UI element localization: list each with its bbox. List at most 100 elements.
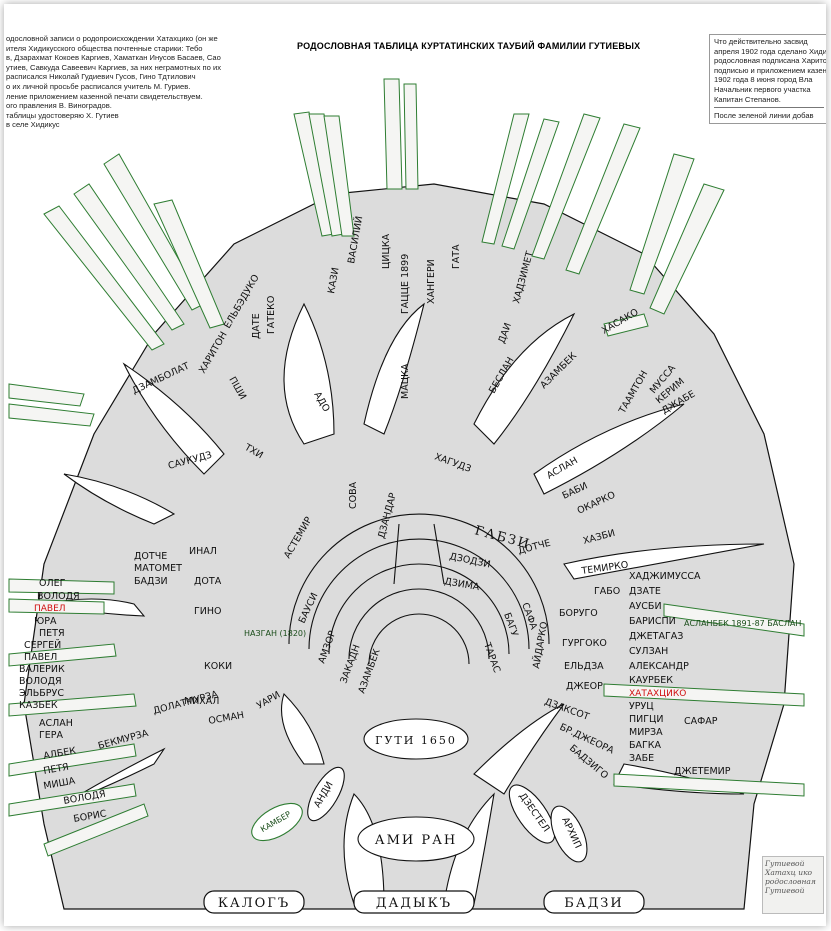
gap (122, 362, 225, 475)
name-label: АЛЕКСАНДР (629, 661, 689, 672)
plaque-label: БАДЗИ (564, 896, 623, 911)
stamp-handwriting: Гутиевой Хатахц ико родословная Гутиевой (762, 856, 824, 914)
name-label: БАГКА (629, 740, 662, 751)
branch-label: ДОТА (194, 576, 222, 587)
gap (63, 473, 176, 525)
name-label: ДЖЕТАГАЗ (629, 631, 683, 642)
branch-oval (307, 766, 345, 822)
name-label: АУСБИ (629, 601, 662, 612)
branch-label: ЕЛЬДЗА (564, 661, 604, 672)
branch-label: МАТОМЕТ (134, 563, 182, 574)
name-label: СУЛЗАН (629, 646, 668, 657)
name-label: ДЗАТЕ (629, 586, 661, 597)
plaque-label: ДАДЫКЪ (376, 896, 452, 911)
branch-label: ХАНГЕРИ (426, 259, 437, 304)
branch-label: ГАЦЦЕ 1899 (400, 254, 411, 314)
note-left: одословной записи о родопроисхождении Ха… (6, 34, 221, 130)
name-label: ПЕТЯ (43, 762, 70, 777)
branch-label: МАЦКА (400, 363, 411, 399)
branch-label: КАЗИ (326, 267, 341, 295)
gap (363, 302, 425, 435)
note-left-line: ление приложением казенной печати свидет… (6, 91, 203, 101)
branch-label: НАЗГАН (1820) (244, 629, 306, 638)
note-left-line: одословной записи о родопроисхождении Ха… (6, 34, 218, 43)
name-label: ОЛЕГ (39, 578, 66, 589)
branch-label: ДЖЕОР (566, 681, 603, 692)
branch-label: ИНАЛ (189, 546, 217, 557)
plaque-kalog (203, 890, 305, 914)
name-label: УРУЦ (629, 701, 654, 712)
root-label: ГУТИ 1650 (375, 734, 457, 747)
plaque-dadyk (353, 890, 475, 914)
note-right-line: Что действительно засвид (714, 37, 808, 46)
name-label-highlight: ПАВЕЛ (34, 604, 66, 614)
name-label-highlight: ХАТАХЦИКО (629, 689, 686, 699)
branch-label: ДАТЕ (251, 313, 262, 339)
note-left-line: ого правления В. Виноградов. (6, 101, 112, 111)
plaque-label: КАЛОГЪ (218, 896, 290, 911)
plaque-badzi (543, 890, 645, 914)
name-label: ВОЛОДЯ (37, 591, 80, 602)
note-right-line: Начальник первого участка (714, 84, 811, 94)
gap (280, 692, 325, 765)
note-left-line: о их личной просьбе расписался учитель М… (6, 81, 191, 91)
name-label: ПИГЦИ (629, 714, 664, 725)
branch-oval (508, 784, 556, 844)
note-right-line: 1902 года 8 июня город Вла (714, 75, 813, 85)
note-left-line: ителя Хидикусского общества почтенные ст… (6, 43, 203, 53)
branch-label: КОКИ (204, 661, 232, 672)
note-right-line: апреля 1902 года сделано Хидик (714, 46, 826, 56)
name-label: МИРЗА (629, 727, 663, 738)
note-right-line: родословная подписана Харитон (714, 56, 826, 66)
gap (533, 403, 685, 495)
name-label: ГЕРА (39, 730, 64, 741)
note-left-line: таблицы удостоверяю Х. Гутиев (6, 110, 119, 120)
branch-label: БАДЗИ (134, 576, 168, 587)
name-label: АСЛАН (39, 718, 73, 729)
name-label: ПЕТЯ (39, 628, 65, 639)
branch-label: ГАТА (451, 244, 462, 269)
name-label: КАУРБЕК (629, 675, 673, 686)
note-right: Что действительно засвид апреля 1902 год… (709, 34, 826, 124)
family-tree: КАЛОГЪ ДАДЫКЪ БАДЗИ ГУТИ 1650 АМИ РАН ДЗ… (8, 78, 805, 914)
note-right-footer: После зеленой линии добав (714, 107, 824, 121)
gap (443, 792, 495, 905)
branch-label: ГИНО (194, 606, 222, 617)
name-label: ХАДЖИМУССА (629, 571, 701, 582)
root-oval (363, 718, 469, 760)
note-left-line: расписался Николай Гудиевич Гусов, Гино … (6, 72, 196, 82)
ancestor-label: АМИ РАН (375, 833, 458, 848)
branch-label: ГАБО (594, 586, 620, 597)
name-label: ВАЛЕРИК (19, 664, 65, 675)
name-label: ВОЛОДЯ (19, 676, 62, 687)
note-left-line: утиев, Савкуда Савеевич Каргиев, за них … (6, 62, 222, 72)
branch-label: ГАТЕКО (266, 296, 277, 334)
branch-label: БОРУГО (559, 608, 598, 619)
name-label: ПАВЕЛ (24, 652, 57, 663)
name-label: БАРИСПИ (629, 616, 676, 627)
ancestor-oval (357, 816, 475, 862)
branch-label: МИХАЛ (184, 696, 219, 707)
note-left-line: в селе Хидикус (6, 120, 60, 130)
name-label: САФАР (684, 716, 718, 727)
branch-label: ГУРГОКО (562, 638, 607, 649)
page-title: РОДОСЛОВНАЯ ТАБЛИЦА КУРТАТИНСКИХ ТАУБИЙ … (297, 41, 641, 51)
branch-label: ЦИЦКА (381, 233, 392, 269)
name-label: ДЖЕТЕМИР (674, 766, 731, 777)
note-right-line: подписью и приложением казенно (714, 65, 826, 75)
branch-oval (251, 802, 303, 842)
branch-oval (550, 805, 588, 863)
name-label: КАЗБЕК (19, 700, 58, 711)
note-left-line: в, Дзарахмат Кокоев Каргиев, Хаматкан Ин… (6, 53, 221, 63)
name-label: СЕРГЕЙ (24, 639, 61, 651)
name-label: АСЛАНБЕК 1891-87 БАСЛАН (684, 619, 801, 628)
gap (283, 302, 335, 445)
name-label: ЗАБЕ (629, 753, 654, 764)
gap (473, 703, 565, 795)
branch-label: СОВА (348, 481, 359, 509)
document-frame: одословной записи о родопроисхождении Ха… (4, 4, 826, 926)
name-label: ЭЛЬБРУС (19, 688, 64, 699)
name-label: ЮРА (34, 616, 57, 627)
gap (563, 543, 765, 580)
branch-label: ДОТЧЕ (134, 551, 167, 562)
